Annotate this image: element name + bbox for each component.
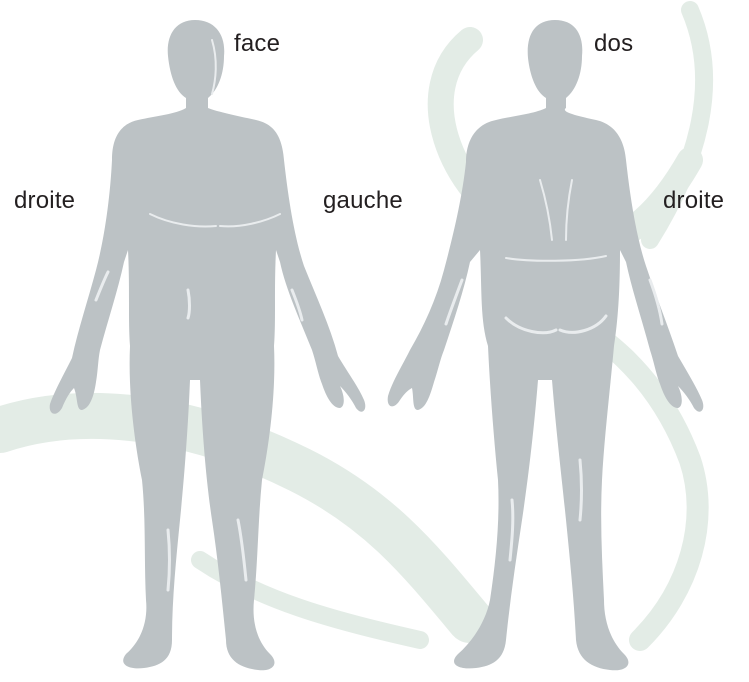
label-front-left-side: gauche: [323, 187, 403, 215]
label-back: dos: [594, 30, 633, 58]
label-back-right-side: droite: [663, 187, 724, 215]
label-face: face: [234, 30, 280, 58]
label-front-right-side: droite: [14, 187, 75, 215]
